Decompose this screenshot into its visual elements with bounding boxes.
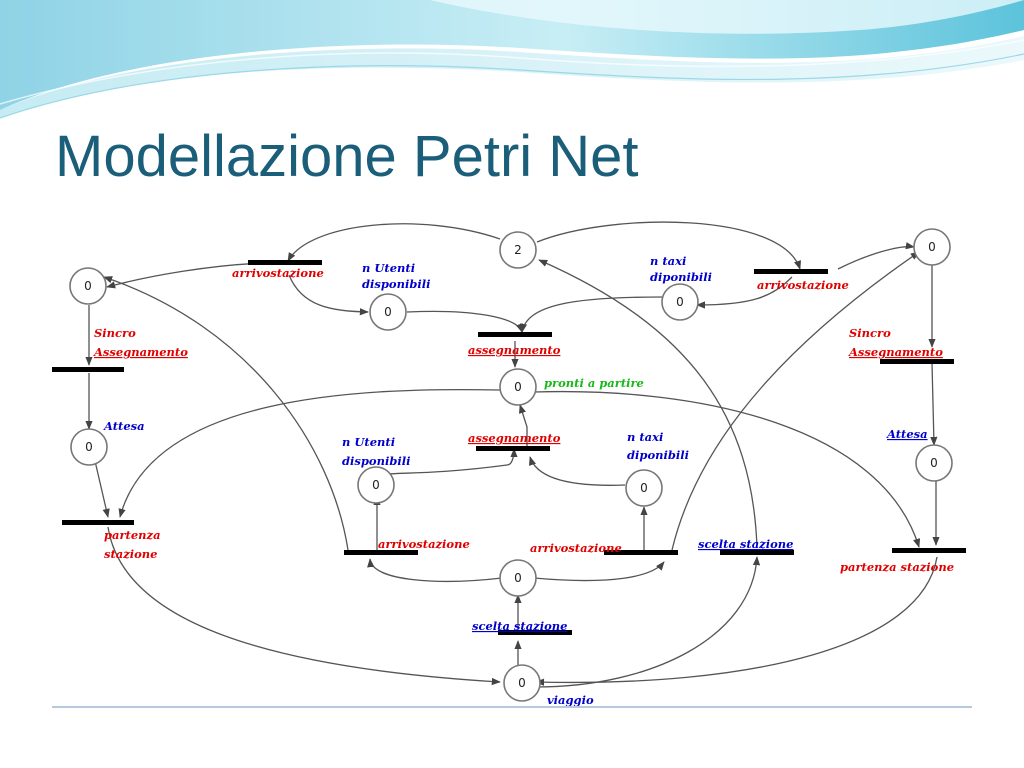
transition-group <box>52 260 966 635</box>
label-diponibili: diponibili <box>627 448 689 462</box>
label-viaggio: viaggio <box>547 693 594 707</box>
arc <box>696 276 793 309</box>
place-top-left: 0 <box>69 267 107 305</box>
transition-bar <box>498 630 572 635</box>
arc <box>94 460 110 518</box>
label-disponibili: disponibili <box>362 277 430 291</box>
label-n-taxi: n taxi <box>650 254 686 268</box>
token-count: 0 <box>384 305 392 319</box>
arc <box>367 558 503 582</box>
place-taxi-mid: 0 <box>625 469 663 507</box>
arc <box>535 556 761 688</box>
label-sincro: Sincro <box>94 326 136 340</box>
slide-title: Modellazione Petri Net <box>55 124 639 189</box>
arc <box>118 388 501 518</box>
token-count: 0 <box>84 279 92 293</box>
place-taxi-top: 0 <box>661 283 699 321</box>
label-assegnamento: assegnamento <box>468 431 561 445</box>
arc <box>406 310 523 333</box>
arc <box>106 262 265 289</box>
place-pronti: 0 <box>499 368 537 406</box>
token-count: 0 <box>372 478 380 492</box>
transition-bar <box>892 548 966 553</box>
token-count: 0 <box>518 676 526 690</box>
transition-bar <box>62 520 134 525</box>
arc <box>377 448 518 476</box>
arc <box>288 274 369 316</box>
transition-bar <box>476 446 550 451</box>
place-viaggio: 0 <box>503 664 541 702</box>
token-count: 2 <box>514 243 522 257</box>
transition-bar <box>880 359 954 364</box>
label-attesa: Attesa <box>103 419 145 433</box>
token-count: 0 <box>928 240 936 254</box>
token-count: 0 <box>85 440 93 454</box>
transition-bar <box>720 550 794 555</box>
place-top-right: 0 <box>913 228 951 266</box>
arc <box>519 296 663 333</box>
transition-bar <box>604 550 678 555</box>
place-attesa-left: 0 <box>70 428 108 466</box>
place-bottom-mid: 0 <box>499 559 537 597</box>
label-arrivostazione: arrivostazione <box>530 541 622 555</box>
label-attesa: Attesa <box>886 427 928 441</box>
token-count: 0 <box>930 456 938 470</box>
place-utenti-mid: 0 <box>357 466 395 504</box>
arc <box>107 526 501 686</box>
token-count: 0 <box>640 481 648 495</box>
arc <box>536 221 801 270</box>
arc <box>103 276 349 551</box>
label-scelta-stazione: scelta stazione <box>698 537 793 551</box>
place-utenti-top: 0 <box>369 293 407 331</box>
label-assegnamento: Assegnamento <box>848 345 943 359</box>
arc <box>671 251 920 551</box>
arc <box>533 561 665 582</box>
transition-bar <box>248 260 322 265</box>
label-sincro: Sincro <box>849 326 891 340</box>
transition-bar <box>344 550 418 555</box>
arc <box>529 456 626 486</box>
label-arrivostazione: arrivostazione <box>232 266 324 280</box>
label-diponibili: diponibili <box>650 270 712 284</box>
token-count: 0 <box>514 380 522 394</box>
label-assegnamento: assegnamento <box>468 343 561 357</box>
transition-bar <box>52 367 124 372</box>
label-pronti-a-partire: pronti a partire <box>544 376 644 390</box>
label-n-utenti: n Utenti <box>362 261 415 275</box>
label-arrivostazione: arrivostazione <box>757 278 849 292</box>
arc <box>533 390 921 548</box>
arc-group <box>85 221 940 688</box>
arc <box>837 242 915 270</box>
label-partenza: partenza <box>104 528 161 542</box>
label-n-taxi: n taxi <box>627 430 663 444</box>
petri-net-diagram: 2 0 0 0 0 0 0 0 0 0 0 0 ar <box>52 217 972 707</box>
label-scelta-stazione: scelta stazione <box>472 619 567 633</box>
label-arrivostazione: arrivostazione <box>378 537 470 551</box>
place-top-center: 2 <box>499 231 537 269</box>
arc <box>930 362 938 446</box>
token-count: 0 <box>514 571 522 585</box>
transition-bar <box>478 332 552 337</box>
arc <box>287 223 501 262</box>
label-partenza-stazione: partenza stazione <box>840 560 954 574</box>
place-attesa-right: 0 <box>915 444 953 482</box>
arc <box>538 259 758 548</box>
bottom-rule <box>52 706 972 708</box>
label-n-utenti: n Utenti <box>342 435 395 449</box>
arc <box>535 556 938 686</box>
label-assegnamento: Assegnamento <box>93 345 188 359</box>
transition-bar <box>754 269 828 274</box>
label-disponibili: disponibili <box>342 454 410 468</box>
label-stazione: stazione <box>104 547 158 561</box>
token-count: 0 <box>676 295 684 309</box>
arc <box>519 404 528 447</box>
